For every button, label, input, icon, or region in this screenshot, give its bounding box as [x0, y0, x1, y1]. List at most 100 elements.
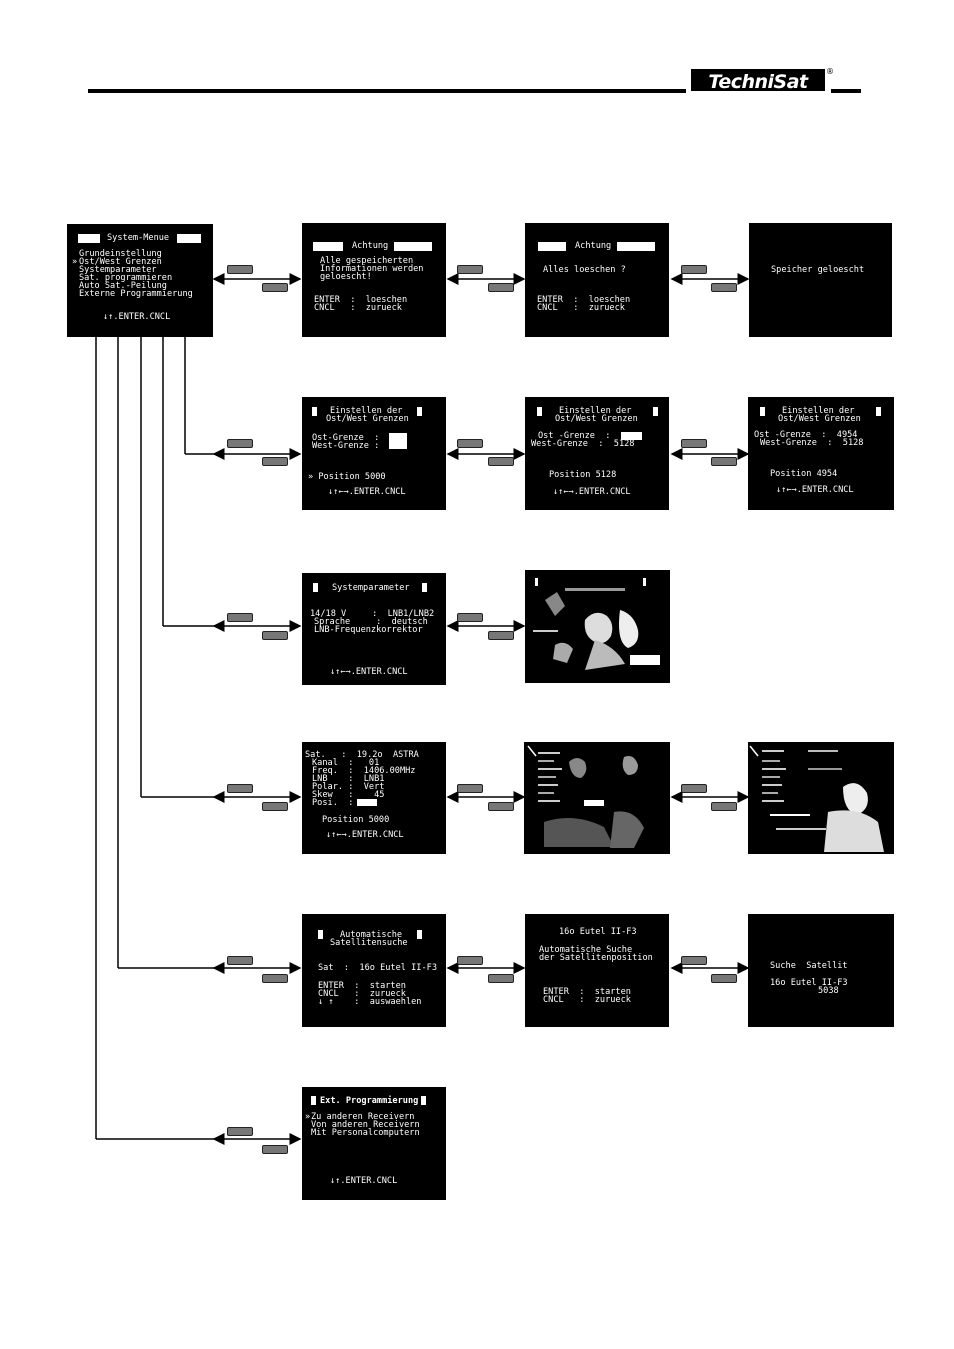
footer-hint: ↓↑←→.ENTER.CNCL — [776, 485, 854, 495]
info-line: der Satellitenposition — [539, 953, 653, 963]
status-text: Speicher geloescht — [771, 265, 865, 275]
screen-achtung-2: Achtung Alles loeschen ? ENTER : loesche… — [525, 223, 669, 337]
screen-systemparameter: Systemparameter 14/18 V : LNB1/LNB2 Spra… — [302, 573, 446, 685]
key-button — [262, 802, 288, 811]
footer-hint: ↓↑.ENTER.CNCL — [103, 312, 171, 322]
key-button — [262, 974, 288, 983]
value-placeholder — [389, 433, 407, 441]
tv-image — [527, 745, 644, 848]
title-bar-right — [394, 242, 432, 251]
param-row: LNB-Frequenzkorrektor — [314, 625, 423, 635]
screen-ext-programmierung: Ext. Programmierung » Zu anderen Receive… — [302, 1087, 446, 1200]
title-marker-right — [422, 583, 427, 592]
position-value: 5038 — [818, 986, 839, 996]
info-line: Automatische Suche — [539, 945, 633, 955]
ost-limit-label: Ost -Grenze : — [538, 431, 611, 441]
screen-achtung-1: Achtung Alle gespeicherten Informationen… — [302, 223, 446, 337]
key-button — [457, 613, 483, 622]
title-bar-right — [177, 234, 201, 243]
option-select: ↓ ↑ : auswaehlen — [318, 997, 422, 1007]
menu-item[interactable]: Zu anderen Receivern — [311, 1112, 415, 1122]
ost-limit-label: Ost -Grenze : 4954 — [754, 430, 858, 440]
technisat-logo: TechniSat — [691, 69, 825, 93]
key-button — [227, 956, 253, 965]
value-placeholder — [621, 432, 642, 440]
key-button — [227, 1127, 253, 1136]
tv-image — [533, 578, 660, 670]
screen-title: Systemparameter — [332, 583, 410, 593]
key-button — [488, 457, 514, 466]
screen-autosat-2: 16o Eutel II-F3 Automatische Suche der S… — [525, 914, 669, 1027]
screen-title: Ost/West Grenzen — [778, 414, 861, 424]
title-bar-right — [617, 242, 655, 251]
title-marker-left — [537, 407, 542, 416]
screen-ostwest-2: Einstellen der Ost/West Grenzen Ost -Gre… — [525, 397, 669, 510]
title-marker-left — [313, 583, 318, 592]
position-readout: Position 5000 — [322, 815, 390, 825]
screen-title: Einstellen der — [782, 406, 855, 416]
header-rule — [88, 89, 686, 93]
screen-title: Ext. Programmierung — [320, 1096, 419, 1106]
selection-marker: » — [72, 257, 78, 267]
menu-item[interactable]: Externe Programmierung — [79, 289, 193, 299]
key-button — [227, 784, 253, 793]
value-placeholder — [389, 441, 407, 449]
screen-tv-picture-2 — [524, 742, 670, 854]
menu-item[interactable]: Mit Personalcomputern — [311, 1128, 420, 1138]
option-enter: ENTER : loeschen — [314, 295, 408, 305]
sat-row: LNB : LNB1 — [312, 774, 385, 784]
key-button — [711, 283, 737, 292]
sat-row: Skew : 45 — [312, 790, 385, 800]
option-cncl: CNCL : zurueck — [537, 303, 625, 313]
title-bar-left — [538, 242, 566, 251]
key-button — [457, 265, 483, 274]
title-marker-right — [653, 407, 658, 416]
param-row: 14/18 V : LNB1/LNB2 — [310, 609, 435, 619]
west-limit-label: West-Grenze : 5128 — [760, 438, 864, 448]
footer-hint: ↓↑.ENTER.CNCL — [330, 1176, 398, 1186]
satellite-name: 16o Eutel II-F3 — [559, 927, 637, 937]
option-cncl: CNCL : zurueck — [318, 989, 406, 999]
key-button — [262, 631, 288, 640]
title-marker-left — [318, 930, 323, 939]
title-marker-left — [760, 407, 765, 416]
key-button — [262, 1145, 288, 1154]
screen-tv-picture-3 — [748, 742, 894, 854]
key-button — [262, 457, 288, 466]
key-button — [227, 613, 253, 622]
title-marker-right — [421, 1096, 426, 1105]
west-limit-label: West-Grenze : 5128 — [531, 439, 635, 449]
sat-row: Polar. : Vert — [312, 782, 385, 792]
menu-item[interactable]: Grundeinstellung — [79, 249, 162, 259]
satellite-selection: Sat : 16o Eutel II-F3 — [318, 963, 437, 973]
selection-marker: » — [305, 1112, 311, 1122]
value-placeholder — [357, 799, 377, 806]
title-bar-left — [78, 234, 100, 243]
screen-tv-picture-1 — [525, 570, 670, 683]
title-marker-right — [417, 407, 422, 416]
menu-item[interactable]: Systemparameter — [79, 265, 157, 275]
key-button — [681, 784, 707, 793]
sat-row: Posi. : — [312, 798, 354, 808]
screen-ostwest-3: Einstellen der Ost/West Grenzen Ost -Gre… — [748, 397, 894, 510]
menu-item[interactable]: Von anderen Receivern — [311, 1120, 420, 1130]
screen-title: Automatische — [340, 930, 403, 940]
key-button — [681, 265, 707, 274]
warning-line: geloescht! — [320, 272, 372, 282]
screen-title: Einstellen der — [330, 406, 403, 416]
title-marker-left — [311, 1096, 316, 1105]
title-bar-left — [313, 242, 343, 251]
footer-hint: ↓↑←→.ENTER.CNCL — [553, 487, 631, 497]
menu-item[interactable]: Sat. programmieren — [79, 273, 173, 283]
key-button — [681, 956, 707, 965]
screen-autosat-3: Suche Satellit 16o Eutel II-F3 5038 — [748, 914, 894, 1027]
key-button — [457, 439, 483, 448]
menu-item[interactable]: Ost/West Grenzen — [79, 257, 162, 267]
screen-title: Achtung — [352, 241, 389, 251]
key-button — [488, 802, 514, 811]
warning-line: Alle gespeicherten — [320, 256, 414, 266]
footer-hint: ↓↑←→.ENTER.CNCL — [326, 830, 404, 840]
menu-item[interactable]: Auto Sat.-Peilung — [79, 281, 167, 291]
key-button — [488, 631, 514, 640]
